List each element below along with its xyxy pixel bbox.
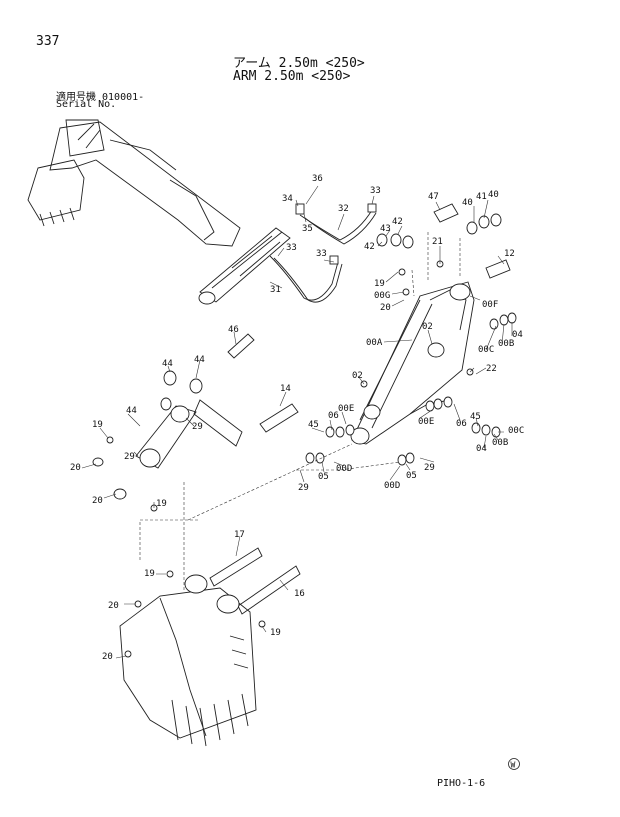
callout: 00D [336, 464, 352, 474]
callout: 45 [308, 420, 319, 430]
callout: 12 [504, 249, 515, 259]
bushing-and-shim-parts [160, 213, 517, 466]
callout: 00B [492, 438, 508, 448]
callout: 35 [302, 224, 313, 234]
callout: 46 [228, 325, 239, 335]
assembly-guide-lines [139, 232, 461, 590]
callout: 33 [370, 186, 381, 196]
callout: 36 [312, 174, 323, 184]
callout: 20 [380, 303, 391, 313]
title-japanese: アーム 2.50m <250> [233, 56, 365, 71]
callout: 22 [486, 364, 497, 374]
callout: 02 [352, 371, 363, 381]
callout-leader-lines [81, 185, 513, 659]
callout: 31 [270, 285, 281, 295]
callout: 06 [456, 419, 467, 429]
callout: 44 [126, 406, 137, 416]
callout: 16 [294, 589, 305, 599]
callout: 42 [392, 217, 403, 227]
callout: 20 [102, 652, 113, 662]
callout: 42 [364, 242, 375, 252]
callout: 44 [162, 359, 173, 369]
excavator-thumbnail-illustration [27, 119, 241, 247]
callout: 17 [234, 530, 245, 540]
callout: 00C [478, 345, 494, 355]
callout: 14 [280, 384, 291, 394]
callout: 20 [108, 601, 119, 611]
callout: 00A [366, 338, 383, 348]
circled-w-mark: W [508, 758, 520, 770]
callout: 21 [432, 237, 443, 247]
serial-label-english: Serial No. [56, 99, 117, 110]
bolt-and-nut-parts [106, 260, 474, 658]
pin-parts [209, 203, 511, 615]
callout: 29 [192, 422, 203, 432]
part-callouts: 36 34 35 33 32 33 33 31 47 41 40 40 43 4… [70, 174, 524, 662]
callout: 43 [380, 224, 391, 234]
callout: 44 [194, 355, 205, 365]
callout: 47 [428, 192, 439, 202]
callout: 19 [92, 420, 103, 430]
bucket-part [119, 574, 257, 747]
callout: 20 [92, 496, 103, 506]
callout: 32 [338, 204, 349, 214]
callout: 06 [328, 411, 339, 421]
callout: 29 [298, 483, 309, 493]
callout: 05 [318, 472, 329, 482]
callout: 41 [476, 192, 487, 202]
callout: 29 [424, 463, 435, 473]
callout: 00E [418, 417, 434, 427]
callout: 00G [374, 291, 390, 301]
callout: 29 [124, 452, 135, 462]
callout: 05 [406, 471, 417, 481]
callout: 34 [282, 194, 293, 204]
callout: 40 [488, 190, 499, 200]
callout: 33 [316, 249, 327, 259]
serial-label-japanese: 適用号機 010001- [56, 92, 145, 103]
callout: 04 [512, 330, 523, 340]
callout: 00F [482, 300, 498, 310]
callout: 00D [384, 481, 400, 491]
callout: 02 [422, 322, 433, 332]
title-english: ARM 2.50m <250> [233, 69, 351, 84]
callout: 20 [70, 463, 81, 473]
callout: 19 [270, 628, 281, 638]
callout: 00C [508, 426, 524, 436]
callout: 00E [338, 404, 354, 414]
arm-body-part [350, 281, 475, 445]
drawing-code: PIHO-1-6 [437, 778, 486, 789]
link-parts [92, 399, 243, 500]
circled-w-mark-letter: W [511, 761, 516, 770]
callout: 19 [144, 569, 155, 579]
callout: 40 [462, 198, 473, 208]
callout: 00B [498, 339, 514, 349]
callout: 04 [476, 444, 487, 454]
page-number: 337 [36, 34, 60, 49]
callout: 19 [374, 279, 385, 289]
callout: 45 [470, 412, 481, 422]
arm-cylinder-assembly [198, 203, 377, 305]
callout: 33 [286, 243, 297, 253]
callout: 19 [156, 499, 167, 509]
